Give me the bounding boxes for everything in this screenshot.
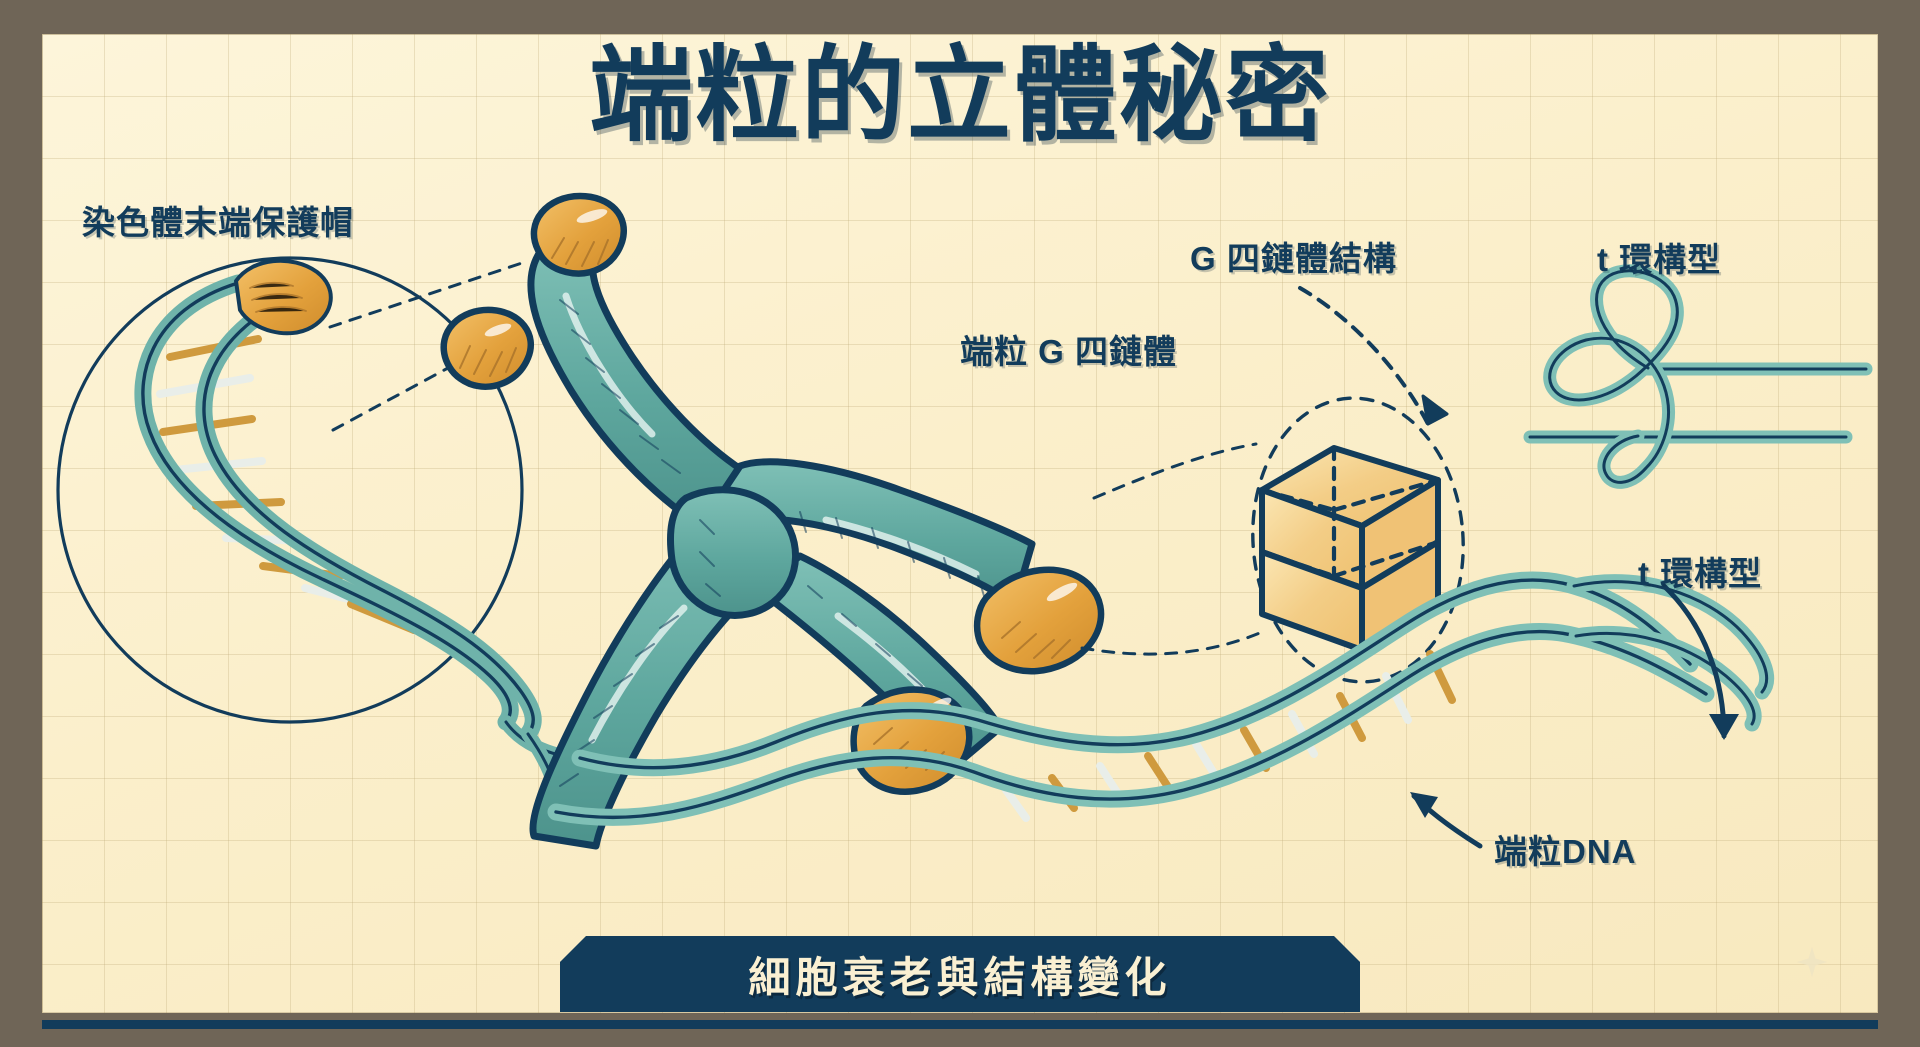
t-loop-diagram-top <box>1523 264 1873 489</box>
dna-helix-left <box>134 258 587 819</box>
label-t-loop-top: t 環構型 <box>1597 241 1722 278</box>
leader-lines-cap <box>328 260 527 432</box>
label-telomere-g-quadruplex: 端粒 G 四鏈體 <box>960 333 1178 370</box>
g-quadruplex-cube <box>1251 396 1465 684</box>
sparkle-icon <box>1797 947 1827 977</box>
arrow-icon-to-cube <box>1298 286 1430 426</box>
bottom-banner: 細胞衰老與結構變化 <box>560 936 1360 1012</box>
label-chromosome-cap: 染色體末端保護帽 <box>82 204 354 241</box>
bottom-rule <box>42 1020 1878 1029</box>
label-t-loop-bottom: t 環構型 <box>1638 555 1763 592</box>
label-telomere-dna: 端粒DNA <box>1494 833 1637 870</box>
magnified-chromosome-end-circle <box>56 256 524 724</box>
banner-text: 細胞衰老與結構變化 <box>748 953 1172 1001</box>
label-g-quadruplex-structure: G 四鏈體結構 <box>1190 240 1397 277</box>
page-title: 端粒的立體秘密 <box>588 38 1331 154</box>
leader-lines-quadruplex <box>1080 442 1264 656</box>
